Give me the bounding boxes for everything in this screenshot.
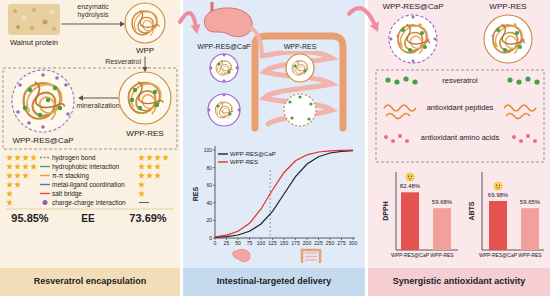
node-label: Walnut protein	[10, 38, 58, 48]
legend-sample	[40, 198, 50, 207]
particle-node: WPP-RES@CaP	[8, 70, 78, 146]
section-panel: Synergistic antioxidant activity WPP-RES@…	[368, 0, 550, 296]
digestive-tract	[204, 2, 343, 128]
chart-label: WPP-RES	[283, 43, 318, 51]
legend-label: hydrogen bond	[52, 153, 95, 162]
chart-label: 75	[247, 240, 253, 246]
legend-label: salt bridge	[52, 189, 82, 198]
panel-title: Synergistic antioxidant activity	[368, 275, 550, 287]
edge-label: enzymatic hydrolysis	[65, 3, 121, 19]
particle-outline	[478, 2, 538, 64]
chart-label: 200	[303, 240, 311, 246]
release-chart	[213, 146, 355, 263]
legend-label: π-π stacking	[52, 171, 89, 180]
chart-label: WPP-RES@CaP	[479, 252, 517, 258]
panel-title: Intestinal-targeted delivery	[183, 275, 365, 287]
legend-label: metal-ligand coordination	[52, 180, 125, 189]
chart-label: 250	[326, 240, 334, 246]
chart-label: 25	[224, 240, 230, 246]
antioxidant-components	[376, 15, 544, 162]
legend-sample	[40, 171, 50, 180]
particle-outline	[8, 70, 78, 146]
flow-arrow	[142, 57, 148, 72]
particle-node: WPP-RES	[118, 72, 172, 140]
chart-label: antioxidant peptides	[427, 103, 494, 112]
chart-label: WPP-RES@CaP	[391, 252, 429, 258]
flow-arrow	[62, 21, 125, 27]
legend-sample	[40, 180, 50, 189]
chart-label: 50	[235, 240, 241, 246]
chart-label: 40	[206, 200, 212, 206]
chart-label: 59.68%	[432, 199, 452, 206]
chart-label: antioxidant amino acids	[421, 133, 499, 142]
legend-label: WPP-RES@CaP	[230, 150, 276, 158]
particle-node: WPP-RES@CaP	[380, 2, 446, 64]
node-label: WPP	[136, 46, 154, 56]
chart-label: 82.48%	[400, 183, 420, 190]
panel-title: Resveratrol encapsulation	[0, 275, 180, 287]
edge-label: mineralization	[76, 102, 119, 110]
chart-label: 69.98%	[488, 192, 508, 199]
legend-sample	[218, 158, 228, 166]
chart-label: 59.65%	[520, 199, 540, 206]
particle-node: WPP-RES	[478, 2, 538, 64]
bar-charts	[396, 172, 544, 250]
legend-sample	[40, 153, 50, 162]
chart-label: EE	[81, 213, 94, 225]
flow-arrow	[78, 95, 118, 100]
chart-label: 60	[206, 182, 212, 188]
star-ratings	[6, 154, 174, 209]
chart-label: 275	[337, 240, 345, 246]
chart-label: 125	[268, 240, 276, 246]
chart-label: 225	[314, 240, 322, 246]
node-label: WPP-RES	[126, 129, 163, 139]
stage-arrow	[349, 8, 379, 32]
legend-label: charge-charge interaction	[52, 198, 126, 207]
protein-particles	[3, 3, 177, 149]
chart-label: resveratrol	[442, 76, 477, 85]
chart-label: 73.69%	[129, 212, 166, 225]
legend-label: hydrophobic interaction	[52, 162, 119, 171]
chart-label: WPP-RES	[518, 252, 541, 258]
legend-sample	[40, 189, 50, 198]
chart-label: 0	[214, 240, 217, 246]
walnut-powder	[8, 4, 60, 35]
chart-label: 0	[209, 235, 212, 241]
legend-sample	[40, 162, 50, 171]
chart-label: DPPH	[382, 201, 390, 220]
chart-label: 100	[257, 240, 265, 246]
chart-label: RES	[192, 187, 200, 201]
chart-label: 175	[291, 240, 299, 246]
legend-sample	[218, 150, 228, 158]
section-panel: Resveratrol encapsulation Walnut proteinW…	[0, 0, 180, 296]
chart-label: 80	[206, 165, 212, 171]
image-node: Walnut protein	[6, 3, 62, 49]
stage-arrow	[180, 13, 201, 34]
edge-label: Resveratrol	[105, 58, 141, 66]
node-label: WPP-RES@CaP	[12, 136, 73, 146]
chart-label: 100	[204, 147, 212, 153]
particle-node: WPP	[125, 3, 165, 57]
chart-label: WPP-RES	[430, 252, 453, 258]
legend-label: WPP-RES	[230, 158, 258, 166]
node-label: WPP-RES@CaP	[382, 2, 443, 12]
chart-label: 20	[206, 217, 212, 223]
chart-label: 150	[280, 240, 288, 246]
node-label: WPP-RES	[489, 2, 526, 12]
chart-label: 300	[349, 240, 357, 246]
chart-label: WPP-RES@CaP	[196, 43, 251, 51]
particle-outline	[380, 2, 446, 64]
chart-label: 95.85%	[11, 212, 48, 225]
chart-label: ABTS	[468, 201, 476, 220]
